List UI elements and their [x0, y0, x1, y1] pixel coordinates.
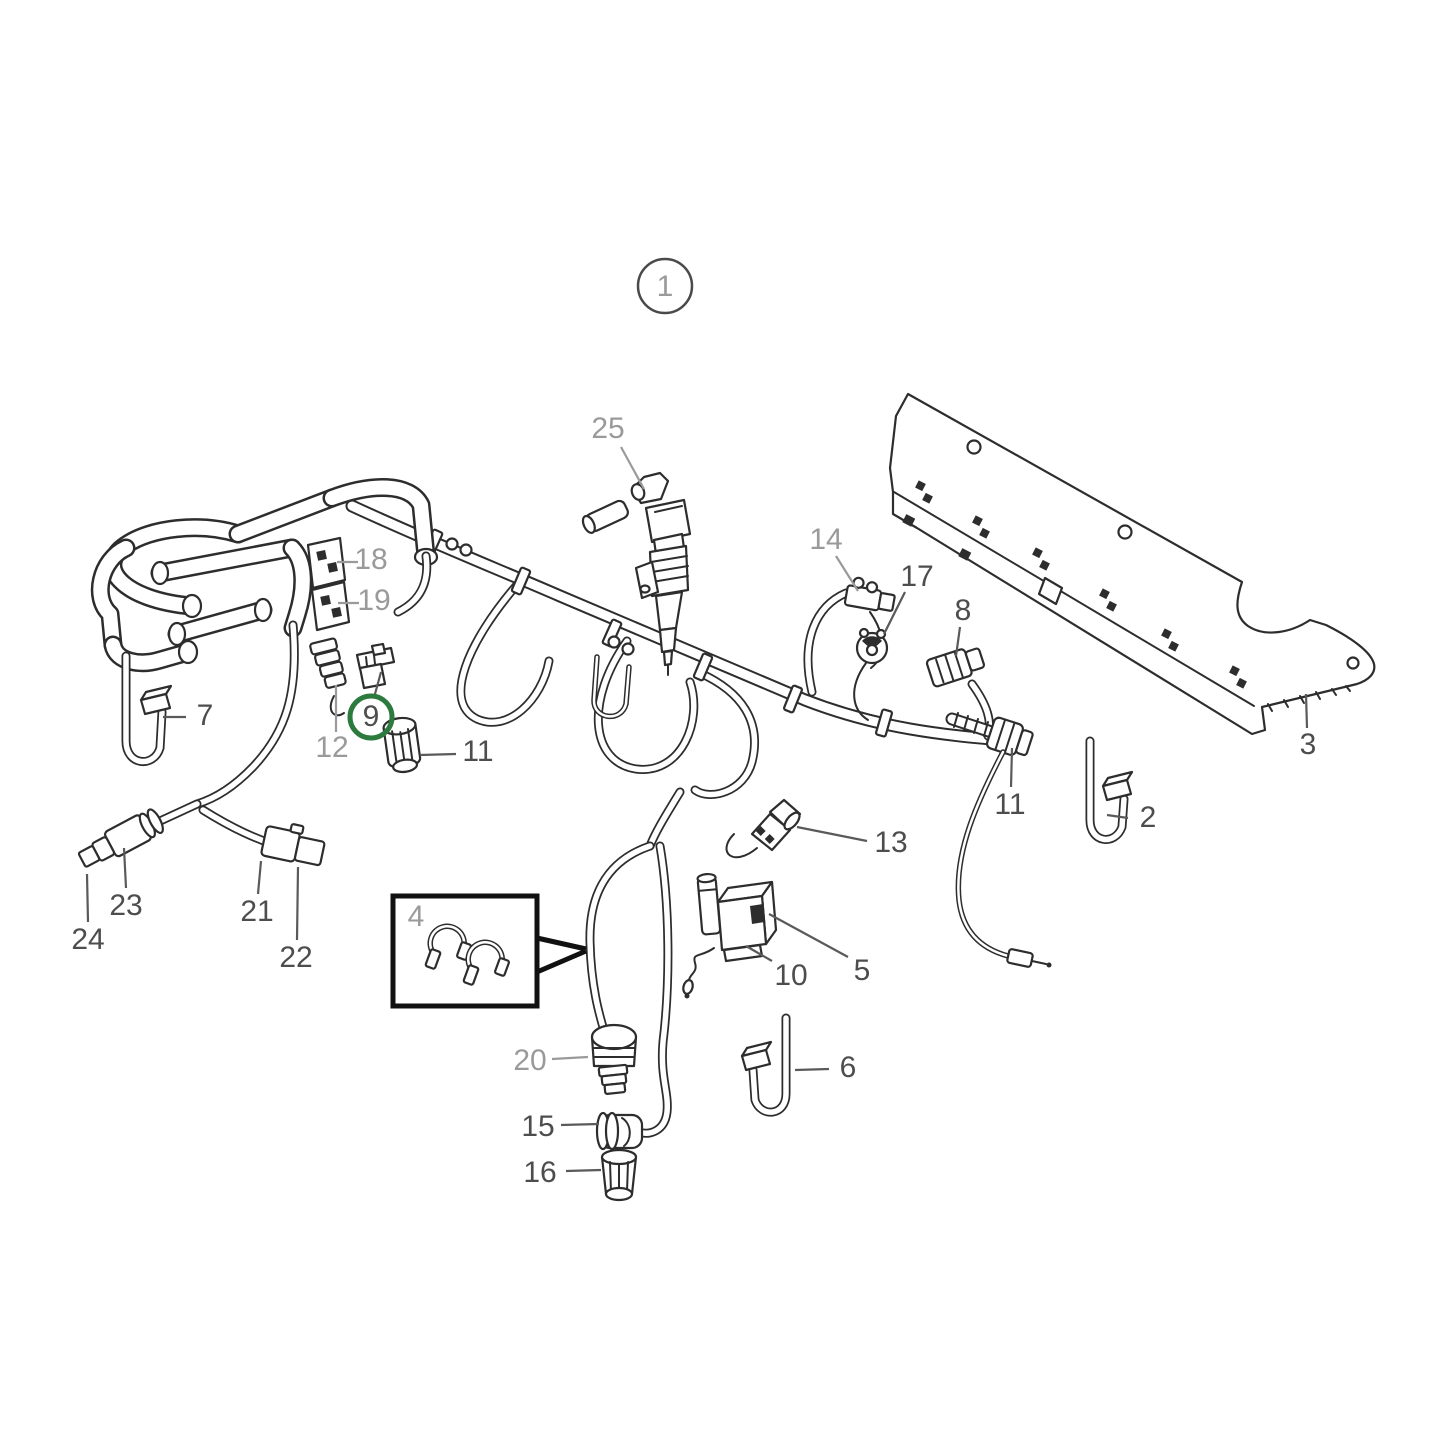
callout-1: 1 [656, 270, 674, 303]
callout-25: 25 [591, 412, 625, 445]
coupler-11-right [945, 712, 1034, 757]
callout-4: 4 [407, 900, 425, 933]
leader-13 [796, 825, 868, 843]
callout-11-left: 11 [462, 735, 494, 768]
callout-24: 24 [71, 923, 105, 956]
hook-2 [1085, 736, 1134, 844]
leader-10 [745, 945, 773, 962]
leader-25 [620, 446, 645, 490]
leader-3 [1304, 693, 1309, 729]
leader-21 [256, 860, 263, 895]
callout-21: 21 [240, 895, 274, 928]
sleeve-25 [581, 499, 629, 534]
callout-2: 2 [1139, 801, 1157, 834]
connector-23-24 [77, 808, 164, 868]
highlight-circle-9 [347, 693, 395, 741]
callout-12: 12 [315, 731, 349, 764]
leader-8 [954, 626, 962, 657]
leader-24 [85, 873, 90, 923]
leader-22 [295, 866, 300, 941]
callout-16: 16 [523, 1156, 557, 1189]
relay-wire [682, 947, 715, 999]
callout-14: 14 [809, 523, 843, 556]
leader-15 [560, 1122, 600, 1127]
callout-19: 19 [357, 584, 391, 617]
leader-9 [373, 671, 383, 695]
elbow-15 [595, 1111, 644, 1151]
leader-20 [551, 1055, 589, 1061]
hook-6 [740, 1013, 791, 1117]
leader-14 [835, 555, 859, 592]
bracket-plate-3 [888, 392, 1376, 736]
callout-13: 13 [874, 826, 908, 859]
callout-5: 5 [853, 954, 871, 987]
relay-10 [696, 872, 778, 963]
leader-5 [768, 913, 849, 958]
callout-22: 22 [279, 941, 313, 974]
cable-to-20 [585, 841, 655, 1039]
connector-14 [843, 576, 896, 612]
callout-10: 10 [774, 959, 808, 992]
connector-block-18-19 [306, 536, 351, 632]
callout-8: 8 [954, 594, 972, 627]
plate-slots [915, 480, 1247, 689]
leader-11-left [419, 752, 457, 757]
connector-8 [925, 647, 994, 741]
terminal-bolts [445, 537, 635, 656]
item-circle-1 [636, 257, 694, 315]
leader-11-right [1009, 747, 1014, 788]
callout-15: 15 [521, 1110, 555, 1143]
connector-17 [853, 611, 889, 721]
clamp-25 [630, 471, 670, 505]
sensor-13 [725, 798, 802, 859]
hook-7 [121, 651, 173, 766]
harness-loops [456, 581, 760, 851]
branch-14 [803, 588, 851, 697]
pipe-manifold [90, 478, 439, 673]
connector-21-22 [260, 823, 326, 867]
leader-17 [883, 591, 906, 635]
callout-9: 9 [362, 700, 380, 733]
connector-20 [590, 1023, 638, 1095]
callout-20: 20 [513, 1044, 547, 1077]
leader-23 [122, 847, 128, 889]
callout-3: 3 [1299, 728, 1317, 761]
injector [634, 498, 692, 676]
cable-loop-15 [633, 841, 673, 1138]
callout-17: 17 [900, 560, 934, 593]
elbow-fitting-9 [355, 642, 396, 690]
retainer-clips-4 [424, 923, 510, 986]
leader-lines [85, 446, 1309, 1173]
leader-6 [794, 1067, 830, 1072]
callout-23: 23 [109, 889, 143, 922]
leader-16 [565, 1168, 602, 1173]
cap-16 [600, 1148, 638, 1202]
callout-18: 18 [354, 543, 388, 576]
connector-12 [309, 637, 347, 717]
trailing-wire [955, 749, 1052, 968]
callout-11-right: 11 [994, 788, 1026, 821]
callout-6: 6 [839, 1051, 857, 1084]
leader-2 [1106, 813, 1129, 820]
callout-7: 7 [196, 699, 214, 732]
